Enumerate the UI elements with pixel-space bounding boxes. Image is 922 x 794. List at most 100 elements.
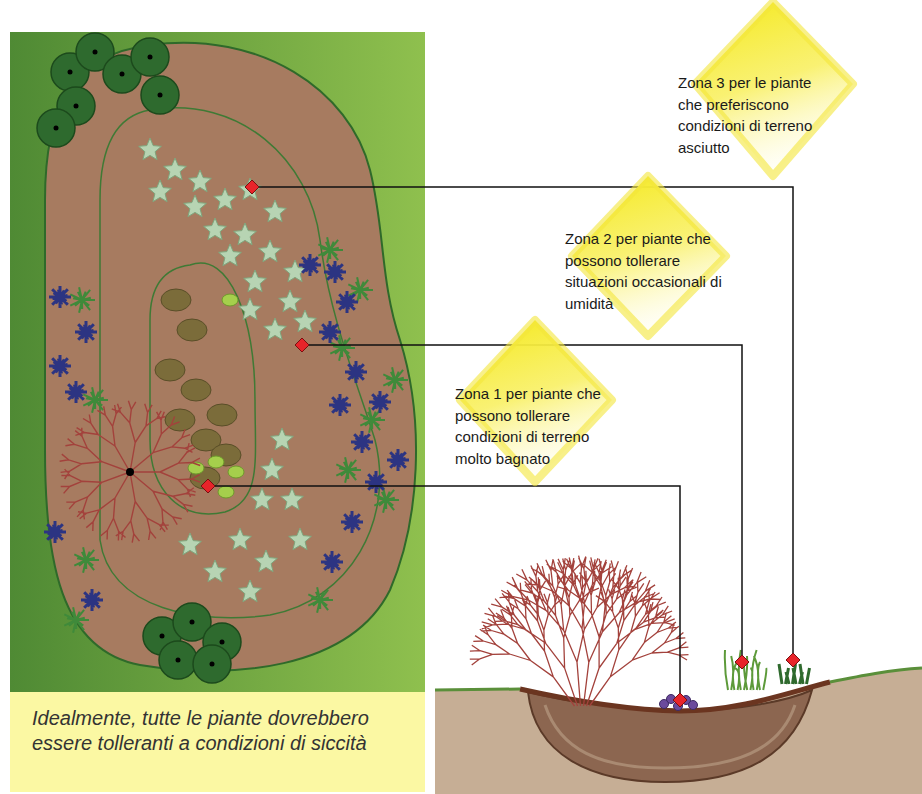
perennial-plant bbox=[289, 528, 312, 550]
shrub-stem bbox=[148, 55, 153, 60]
dry-plant bbox=[779, 664, 810, 684]
perennial-plant bbox=[294, 310, 317, 332]
flowering-plant bbox=[49, 286, 71, 308]
flowering-plant bbox=[329, 394, 351, 416]
leader-lines bbox=[208, 187, 793, 694]
perennial-plant bbox=[189, 170, 212, 192]
shrub-stem bbox=[74, 104, 79, 109]
flowering-plant bbox=[319, 321, 341, 343]
wetland-shrub bbox=[155, 359, 185, 381]
wetland-shrub bbox=[207, 404, 237, 426]
shrub-stem bbox=[210, 662, 215, 667]
perennial-plant bbox=[229, 528, 252, 550]
flowering-plant bbox=[49, 355, 71, 377]
flowering-plant bbox=[369, 391, 391, 413]
zone-callout: Zona 2 per piante che possono tollerare … bbox=[559, 222, 731, 320]
wetland-shrub bbox=[181, 379, 211, 401]
zone-marker bbox=[786, 653, 800, 667]
zone-marker bbox=[201, 479, 215, 493]
perennial-plant bbox=[234, 223, 257, 245]
grass-plant bbox=[725, 650, 767, 690]
evergreen-shrub bbox=[131, 38, 169, 76]
perennial-plant bbox=[251, 488, 274, 510]
flowering-plant bbox=[341, 511, 363, 533]
shrub-crown bbox=[131, 38, 169, 76]
perennial-plant bbox=[139, 138, 162, 160]
red-twig-shrub bbox=[60, 401, 201, 543]
lawn-panel bbox=[10, 32, 425, 692]
grass-plant bbox=[330, 335, 355, 360]
shrub-stem bbox=[120, 72, 125, 77]
flowering-plant bbox=[336, 291, 358, 313]
red-twig-shrub bbox=[470, 556, 689, 706]
wetland-plant bbox=[208, 456, 224, 468]
shrub-crown bbox=[193, 645, 231, 683]
perennial-plant bbox=[261, 458, 284, 480]
zone-marker bbox=[735, 655, 749, 669]
flowering-plant bbox=[324, 261, 346, 283]
perennial-plant bbox=[281, 488, 304, 510]
perennial-plant bbox=[219, 244, 242, 266]
perennial-plant bbox=[279, 290, 302, 312]
grass-surface bbox=[435, 668, 922, 690]
shrub-stem bbox=[220, 640, 225, 645]
perennial-plant bbox=[239, 580, 262, 602]
wetland-plant bbox=[228, 466, 244, 478]
flowering-plant bbox=[387, 449, 409, 471]
grass-plant bbox=[318, 237, 343, 262]
perennial-plant bbox=[204, 560, 227, 582]
basin-soil bbox=[528, 690, 812, 782]
flowering-plant bbox=[299, 254, 321, 276]
perennial-plant bbox=[179, 533, 202, 555]
evergreen-shrub bbox=[141, 76, 179, 114]
leader-line bbox=[208, 486, 680, 694]
evergreen-shrub bbox=[159, 641, 197, 679]
perennial-plant bbox=[239, 298, 262, 320]
basin-layer bbox=[545, 705, 795, 768]
ground-section bbox=[435, 668, 922, 794]
flowering-plant bbox=[365, 471, 387, 493]
shrub-stem bbox=[160, 634, 165, 639]
shrub-stem bbox=[54, 126, 59, 131]
perennial-plant bbox=[204, 218, 227, 240]
wetland-shrub bbox=[177, 319, 207, 341]
zone-callout: Zona 3 per le piante che preferiscono co… bbox=[672, 66, 842, 164]
mulch-layer bbox=[520, 682, 830, 711]
perennial-plant bbox=[239, 178, 262, 200]
flowering-plant bbox=[345, 361, 367, 383]
note-box: Idealmente, tutte le piante dovrebbero e… bbox=[10, 692, 425, 792]
leader-line bbox=[302, 345, 742, 656]
flowering-plant bbox=[75, 321, 97, 343]
zone-2-boundary bbox=[100, 108, 380, 618]
shrub-stem bbox=[68, 70, 73, 75]
wetland-shrub bbox=[165, 409, 195, 431]
shrub-crown bbox=[37, 109, 75, 147]
perennial-plant bbox=[259, 240, 282, 262]
note-text: Idealmente, tutte le piante dovrebbero e… bbox=[32, 706, 403, 756]
perennial-plant bbox=[264, 200, 287, 222]
garden-bed bbox=[45, 43, 416, 671]
flowering-plant bbox=[65, 381, 87, 403]
perennial-plant bbox=[184, 195, 207, 217]
wetland-shrub bbox=[161, 289, 191, 311]
evergreen-shrub bbox=[193, 645, 231, 683]
flowering-plant bbox=[44, 521, 66, 543]
flowering-plant bbox=[321, 551, 343, 573]
wetland-flower bbox=[689, 701, 698, 710]
grass-plant bbox=[383, 367, 408, 392]
perennial-plant bbox=[164, 158, 187, 180]
grass-plant bbox=[336, 457, 361, 482]
perennial-plant bbox=[271, 428, 294, 450]
grass-plant bbox=[64, 607, 89, 632]
perennial-plant bbox=[264, 318, 287, 340]
shrub-stem bbox=[158, 93, 163, 98]
zone-label: Zona 1 per piante che possono tollerare … bbox=[455, 383, 615, 469]
perennial-plant bbox=[244, 270, 267, 292]
shrub-stem bbox=[190, 620, 195, 625]
shrub-crown bbox=[141, 76, 179, 114]
zone-label: Zona 3 per le piante che preferiscono co… bbox=[678, 72, 836, 158]
plan-plants bbox=[37, 33, 409, 683]
grass-plant bbox=[74, 547, 99, 572]
